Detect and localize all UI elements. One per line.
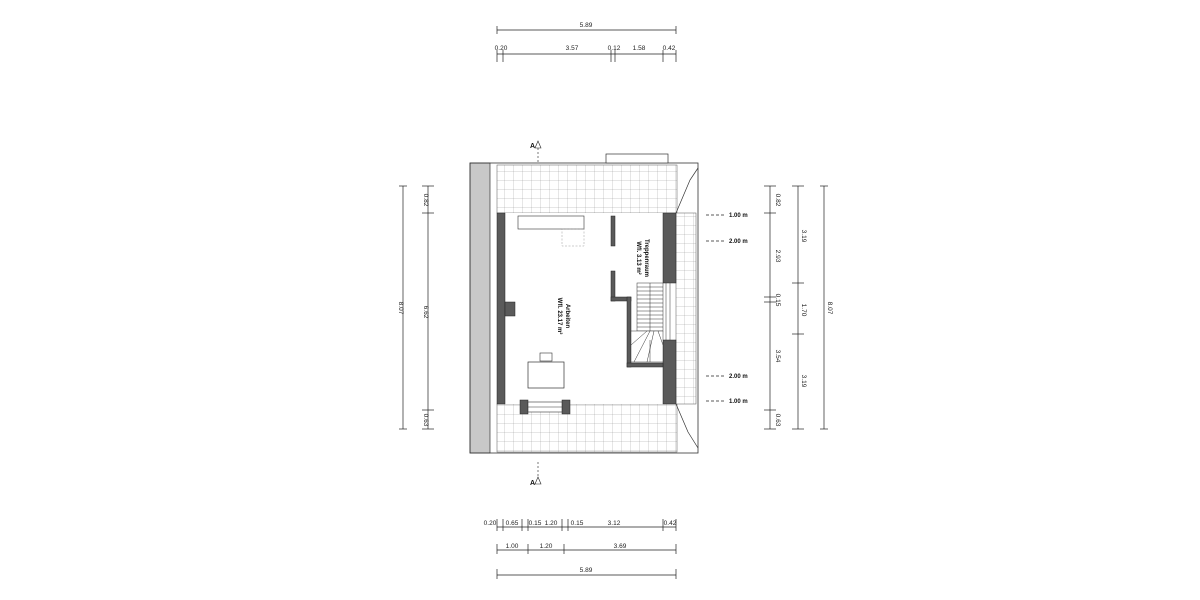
right-mid-seg-2: 1.70 bbox=[800, 304, 807, 317]
wall-top-right bbox=[662, 212, 677, 284]
bottom-r2-seg-2: 1.20 bbox=[540, 543, 553, 550]
wall-stair-vertical bbox=[610, 215, 616, 247]
storage-cabinet bbox=[517, 215, 585, 230]
top-seg-4: 1.58 bbox=[633, 45, 646, 52]
top-seg-5: 0.42 bbox=[663, 45, 676, 52]
right-mid-seg-1: 3.19 bbox=[800, 230, 807, 243]
bottom-total-dimension: 5.89 bbox=[580, 567, 593, 574]
section-label-top: A bbox=[530, 143, 535, 150]
top-segment-labels: 0.20 3.57 0.12 1.58 0.42 bbox=[495, 45, 676, 52]
left-seg-3: 0.63 bbox=[422, 414, 429, 427]
right-inner-seg-1: 0.82 bbox=[774, 194, 781, 207]
roof-tiles-top bbox=[496, 164, 678, 214]
room-office-label: Arbeiten Wfl. 23.17 m² bbox=[556, 298, 570, 335]
top-dimension-chain bbox=[496, 26, 677, 62]
right-total-dimension: 8.07 bbox=[826, 302, 833, 315]
bottom-r1-seg-6: 3.12 bbox=[608, 520, 621, 527]
bottom-r1-seg-4: 1.20 bbox=[545, 520, 558, 527]
roof-hip-top-right bbox=[675, 167, 699, 214]
bottom-r1-seg-7: 0.42 bbox=[664, 520, 677, 527]
office-area: Wfl. 23.17 m² bbox=[556, 298, 563, 335]
desk-chair bbox=[539, 352, 553, 362]
bottom-dimension-chain bbox=[496, 519, 677, 579]
right-inner-seg-5: 0.63 bbox=[774, 414, 781, 427]
wall-stair-bottom bbox=[626, 362, 664, 368]
left-seg-1: 0.82 bbox=[422, 194, 429, 207]
wall-left bbox=[496, 212, 506, 405]
roof-dormer-stub bbox=[605, 153, 669, 164]
top-seg-3: 0.12 bbox=[608, 45, 621, 52]
top-seg-2: 3.57 bbox=[566, 45, 579, 52]
office-name: Arbeiten bbox=[564, 304, 570, 329]
right-inner-seg-3: 0.15 bbox=[774, 294, 781, 307]
bottom-r2-seg-3: 3.69 bbox=[614, 543, 627, 550]
stair-area: Wfl. 3.13 m² bbox=[635, 241, 642, 274]
right-dimension-chain bbox=[764, 185, 828, 430]
roof-tiles-right bbox=[675, 212, 697, 405]
wall-bottom-right bbox=[561, 399, 571, 415]
wall-bottom-left bbox=[519, 399, 529, 415]
right-inner-seg-4: 3.54 bbox=[774, 350, 781, 363]
left-total-dimension: 8.07 bbox=[397, 302, 404, 315]
bottom-r1-seg-2: 0.65 bbox=[506, 520, 519, 527]
level-bottom-2: 2.00 m bbox=[729, 374, 748, 380]
bottom-r1-seg-1: 0.20 bbox=[484, 520, 497, 527]
roof-outline bbox=[469, 162, 699, 454]
level-bottom-1: 1.00 m bbox=[729, 399, 748, 405]
wall-left-niche bbox=[504, 301, 516, 317]
gable-wall-strip bbox=[469, 162, 491, 454]
level-top-1: 1.00 m bbox=[729, 213, 748, 219]
bottom-r2-seg-1: 1.00 bbox=[506, 543, 519, 550]
staircase bbox=[630, 282, 671, 363]
bottom-r1-seg-5: 0.15 bbox=[571, 520, 584, 527]
room-stair-label: Treppenraum Wfl. 3.13 m² bbox=[635, 239, 649, 277]
wall-stair-left bbox=[626, 296, 632, 368]
desk bbox=[527, 361, 565, 389]
top-total-dimension: 5.89 bbox=[580, 22, 593, 29]
wall-stair-mid bbox=[610, 270, 616, 302]
height-levels bbox=[706, 214, 724, 402]
bottom-row1-labels: 0.20 0.65 0.15 1.20 0.15 3.12 0.42 bbox=[484, 520, 677, 527]
right-mid-seg-3: 3.19 bbox=[800, 375, 807, 388]
left-seg-2: 6.62 bbox=[422, 306, 429, 319]
left-dimension-chain bbox=[399, 185, 434, 430]
top-seg-1: 0.20 bbox=[495, 45, 508, 52]
section-marker-bottom: A bbox=[530, 462, 542, 487]
walls bbox=[496, 212, 677, 415]
bottom-r1-seg-3: 0.15 bbox=[529, 520, 542, 527]
roof-hip-bottom-right bbox=[675, 403, 699, 449]
section-marker-top: A bbox=[530, 140, 542, 162]
wall-right-lower bbox=[662, 339, 677, 405]
stair-name: Treppenraum bbox=[643, 239, 649, 277]
right-inner-seg-2: 2.93 bbox=[774, 250, 781, 263]
bottom-row2-labels: 1.00 1.20 3.69 bbox=[506, 543, 627, 550]
section-label-bottom: A bbox=[530, 480, 535, 487]
level-top-2: 2.00 m bbox=[729, 239, 748, 245]
storage-outline-dashed bbox=[561, 228, 585, 247]
